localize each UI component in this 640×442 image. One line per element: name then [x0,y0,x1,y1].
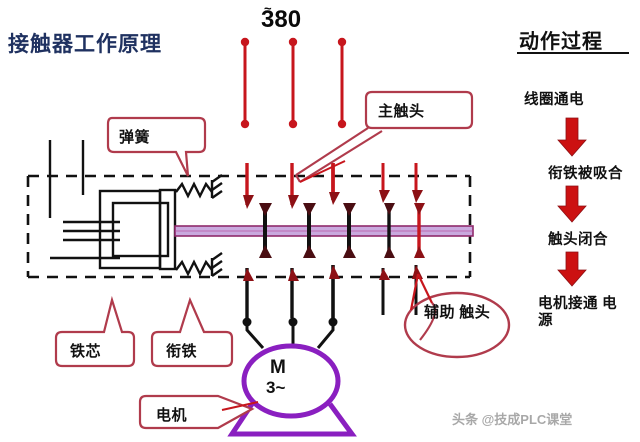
flow-arrow-1 [557,117,587,157]
motor-phase-label: 3~ [266,378,286,397]
callout-label-motor: 电机 [156,408,188,424]
moving-contact-bridges [259,203,425,258]
callout-motor [138,394,259,430]
callout-label-main-contact: 主触头 [378,104,425,120]
moving-crossbar [174,225,474,237]
supply-drop-lines [240,37,347,129]
process-step-1: 线圈通电 [524,92,584,108]
process-heading-underline [517,52,629,54]
process-heading: 动作过程 [519,31,603,53]
coil-supply-lines [48,140,85,218]
process-step-4: 电机接通 电源 [538,296,618,329]
motor-symbol-letter: M [270,357,286,378]
return-springs [175,174,223,277]
supply-voltage-label: 380 [261,6,302,33]
process-step-3: 触头闭合 [548,232,608,248]
process-flow-arrows [557,117,587,287]
flow-arrow-2 [557,185,587,223]
callout-label-spring: 弹簧 [119,130,151,146]
watermark: 头条 @技成PLC课堂 [452,412,573,427]
motor-leads [242,317,338,349]
ac-mark: ~ [264,1,272,16]
callout-label-iron-core: 铁芯 [70,344,102,360]
callout-label-aux-contact: 辅助 触头 [424,305,491,321]
callout-aux-contact [403,273,511,359]
upper-fixed-contacts [243,163,423,209]
contactor-boundary [26,174,472,279]
callout-armature [150,296,234,368]
page-title: 接触器工作原理 [8,32,162,56]
callout-main-contact [295,90,474,183]
callout-iron-core [54,295,136,368]
callout-label-armature: 衔铁 [166,344,198,360]
lower-fixed-contacts [243,265,423,318]
motor-symbol [227,343,357,437]
electromagnet-assembly [50,188,177,271]
callout-spring [106,116,207,177]
flow-arrow-3 [557,251,587,287]
process-step-2: 衔铁被吸合 [548,166,623,182]
